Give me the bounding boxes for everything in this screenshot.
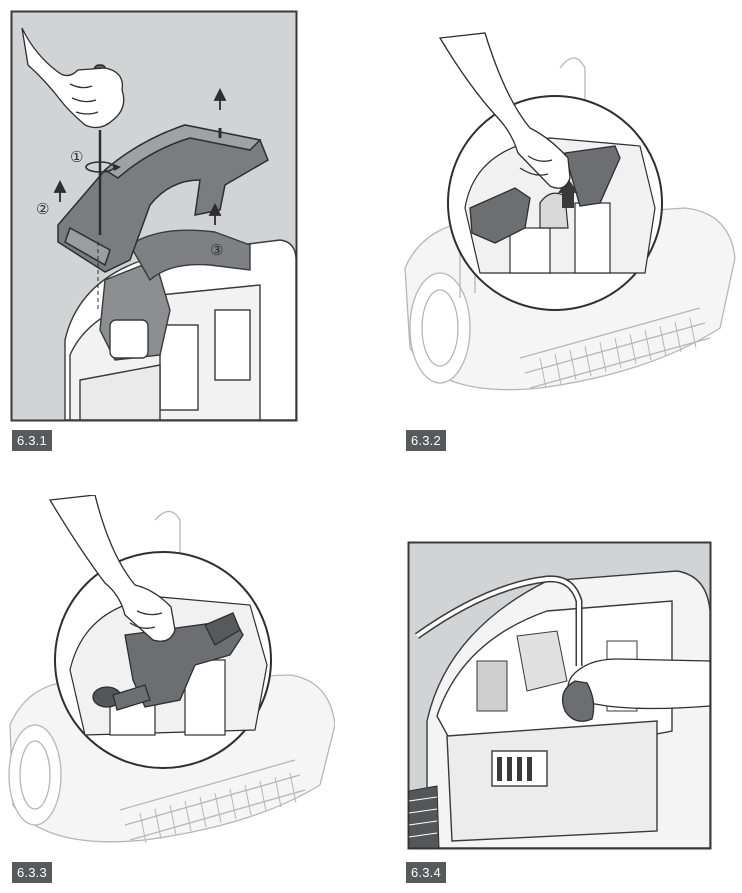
vent-slots [497,757,532,781]
callout-1: ① [70,148,83,166]
figure-6-3-4 [407,541,712,850]
figure-6-3-2 [400,28,740,418]
figure-label-6-3-3: 6.3.3 [12,862,52,883]
figure-label-6-3-2: 6.3.2 [406,430,446,451]
hand-left [21,27,125,129]
figure-6-3-2-illustration [404,32,736,391]
figure-6-3-1-illustration: ① ② ③ [10,10,298,422]
track-treads [539,317,697,389]
up-arrows [53,87,227,225]
figure-6-3-3-illustration [8,495,335,844]
callout-2: ② [36,200,49,218]
figure-6-3-3 [5,495,335,855]
filter-lid-parts [469,145,621,244]
track-treads [408,785,440,849]
hand [48,495,176,642]
figure-6-3-1: ① ② ③ [10,10,298,422]
hand-with-leaf [561,658,711,722]
callout-3: ③ [210,241,223,259]
track-treads [139,772,297,844]
filter-assembly [92,612,244,711]
figure-label-6-3-1: 6.3.1 [12,430,52,451]
figure-6-3-4-illustration [407,541,712,850]
filter-handle [99,229,251,361]
top-lid [57,124,269,273]
figure-label-6-3-4: 6.3.4 [406,862,446,883]
hand [438,32,571,189]
